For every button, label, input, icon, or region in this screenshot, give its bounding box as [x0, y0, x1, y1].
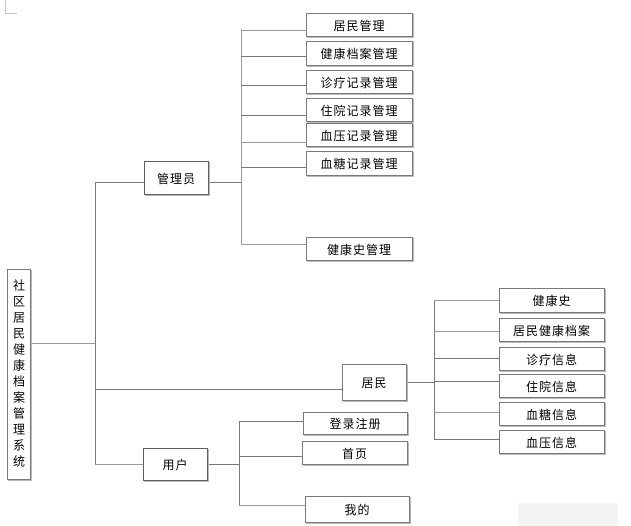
page-corner-mark — [5, 13, 17, 14]
node-health-history: 健康史 — [499, 288, 605, 313]
connector-line — [241, 167, 306, 168]
node-blood-sugar-info: 血糖信息 — [499, 402, 605, 426]
connector-line — [241, 29, 242, 245]
connector-line — [434, 439, 499, 440]
connector-line — [209, 182, 241, 183]
connector-line — [31, 343, 95, 344]
node-home: 首页 — [302, 441, 408, 465]
node-treatment-record-management: 诊疗记录管理 — [306, 70, 413, 94]
connector-line — [239, 456, 302, 457]
connector-line — [95, 464, 143, 465]
node-blood-sugar-record-management: 血糖记录管理 — [306, 151, 413, 176]
connector-line — [241, 85, 306, 86]
node-resident-management: 居民管理 — [306, 13, 413, 37]
connector-line — [239, 421, 240, 506]
connector-line — [434, 300, 499, 301]
node-user: 用户 — [143, 448, 208, 481]
connector-line — [407, 382, 434, 383]
node-blood-pressure-record-management: 血压记录管理 — [306, 123, 413, 147]
node-health-history-management: 健康史管理 — [306, 237, 413, 261]
node-login-register: 登录注册 — [303, 412, 408, 435]
page-corner-mark — [5, 0, 6, 14]
connector-line — [241, 56, 306, 57]
connector-line — [241, 244, 306, 245]
connector-line — [434, 300, 435, 439]
connector-line — [241, 30, 306, 31]
node-root-system: 社区居民健康档案管理系统 — [7, 269, 31, 480]
connector-line — [95, 182, 144, 183]
node-blood-pressure-info: 血压信息 — [499, 430, 605, 454]
node-resident: 居民 — [342, 364, 407, 401]
connector-line — [208, 464, 239, 465]
connector-line — [239, 505, 305, 506]
connector-line — [95, 182, 96, 465]
node-health-record-management: 健康档案管理 — [306, 41, 413, 66]
connector-line — [434, 412, 499, 413]
connector-line — [239, 421, 303, 422]
node-resident-health-record: 居民健康档案 — [499, 318, 605, 342]
node-hospitalization-info: 住院信息 — [499, 374, 605, 398]
connector-line — [434, 358, 499, 359]
connector-line — [95, 389, 342, 390]
connector-line — [434, 331, 499, 332]
connector-line — [241, 142, 306, 143]
node-treatment-info: 诊疗信息 — [499, 347, 605, 371]
connector-line — [241, 115, 306, 116]
node-admin: 管理员 — [144, 161, 209, 195]
page-artifact — [518, 503, 618, 526]
connector-line — [434, 381, 499, 382]
node-mine: 我的 — [305, 496, 410, 523]
node-hospitalization-record-management: 住院记录管理 — [306, 98, 413, 122]
